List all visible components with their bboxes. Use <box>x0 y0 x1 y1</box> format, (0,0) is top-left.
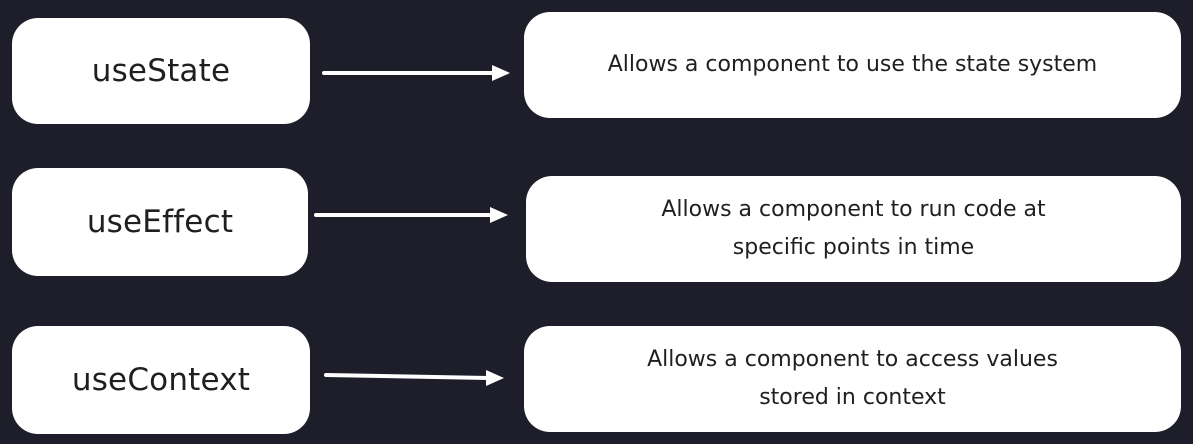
hook-box-usecontext: useContext <box>12 326 310 434</box>
description-label: Allows a component to use the state syst… <box>607 52 1098 77</box>
hook-label: useState <box>91 53 231 89</box>
description-label: Allows a component to access values stor… <box>647 347 1058 410</box>
description-box-usecontext: Allows a component to access values stor… <box>524 326 1181 432</box>
description-box-useeffect: Allows a component to run code at specif… <box>526 176 1181 282</box>
hook-label: useEffect <box>86 204 234 240</box>
hook-label: useContext <box>71 362 251 398</box>
hook-box-usestate: useState <box>12 18 310 124</box>
description-box-usestate: Allows a component to use the state syst… <box>524 12 1181 118</box>
hook-box-useeffect: useEffect <box>12 168 308 276</box>
description-label: Allows a component to run code at specif… <box>661 197 1046 260</box>
